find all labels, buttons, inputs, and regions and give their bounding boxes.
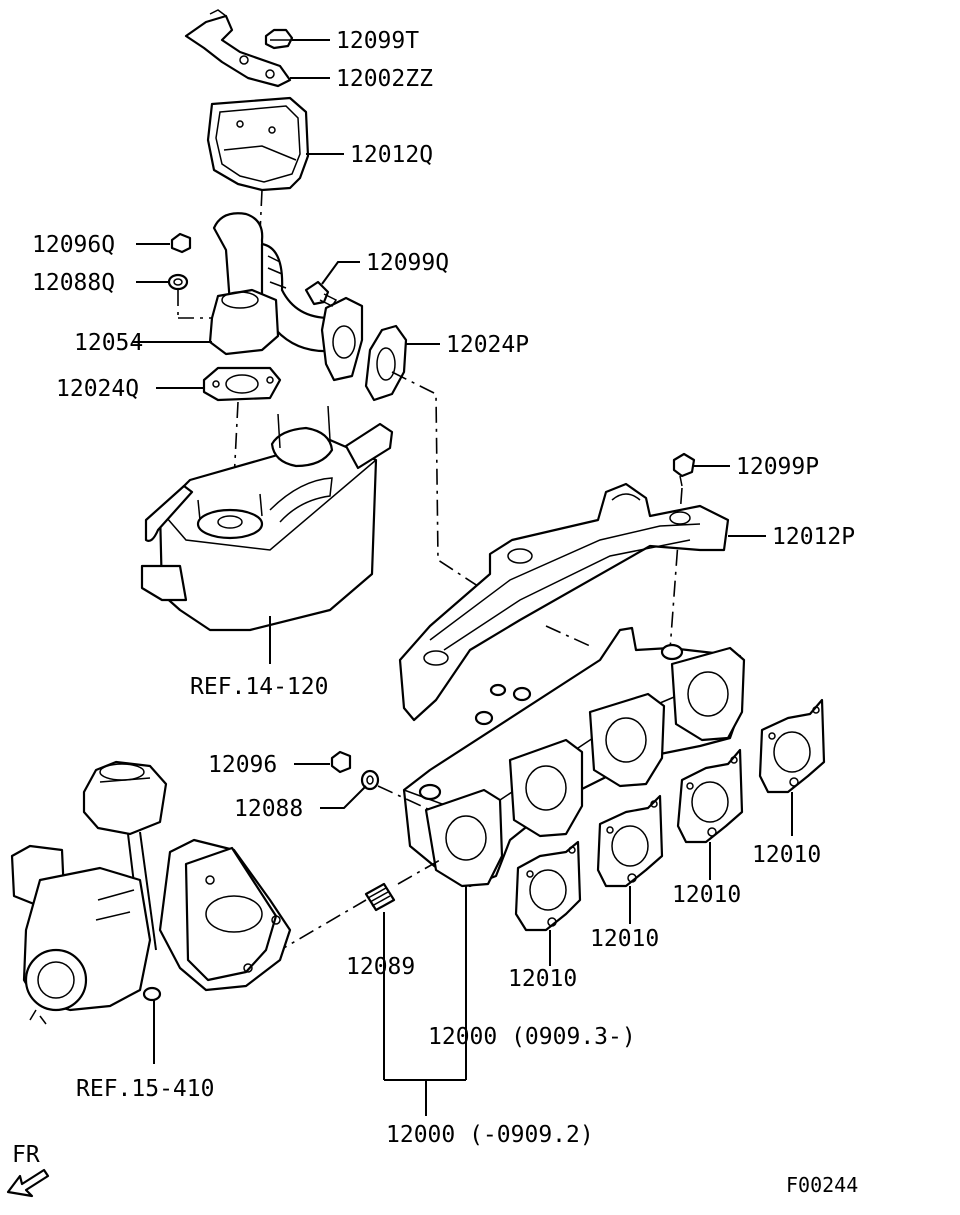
- label-12099q: 12099Q: [366, 250, 449, 276]
- label-12012p: 12012P: [772, 524, 855, 550]
- label-12089: 12089: [346, 954, 415, 980]
- nut-12096q[interactable]: [170, 232, 192, 254]
- label-12024p: 12024P: [446, 332, 529, 358]
- label-12096q: 12096Q: [32, 232, 115, 258]
- heat-protector-12012q[interactable]: [206, 96, 310, 192]
- label-12088: 12088: [234, 796, 303, 822]
- turbocharger-ref-15-410: [10, 760, 292, 1025]
- washer-12088[interactable]: [360, 769, 380, 791]
- bracket-12002zz[interactable]: [184, 9, 292, 88]
- gasket-12010-b[interactable]: [596, 794, 664, 888]
- label-12010-c: 12010: [672, 882, 741, 908]
- label-12000-old: 12000 (-0909.2): [386, 1122, 594, 1148]
- gasket-12024p[interactable]: [364, 324, 408, 402]
- gasket-12010-a[interactable]: [514, 840, 582, 932]
- label-12010-d: 12010: [752, 842, 821, 868]
- gasket-12010-c[interactable]: [676, 748, 744, 844]
- label-12099t: 12099T: [336, 28, 419, 54]
- label-12088q: 12088Q: [32, 270, 115, 296]
- washer-12088q[interactable]: [167, 273, 189, 291]
- label-ref-14-120[interactable]: REF.14-120: [190, 674, 328, 700]
- label-12000-new: 12000 (0909.3-): [428, 1024, 636, 1050]
- bolt-12099q[interactable]: [304, 280, 338, 307]
- label-12002zz: 12002ZZ: [336, 66, 433, 92]
- diagram-code: F00244: [786, 1173, 858, 1197]
- label-12099p: 12099P: [736, 454, 819, 480]
- label-12010-b: 12010: [590, 926, 659, 952]
- gasket-12024q[interactable]: [202, 366, 282, 402]
- label-12096: 12096: [208, 752, 277, 778]
- gasket-12010-d[interactable]: [758, 698, 826, 794]
- nut-12096[interactable]: [330, 750, 352, 774]
- bolt-12099t[interactable]: [264, 28, 294, 50]
- egr-pipe-12054[interactable]: [208, 212, 364, 382]
- egr-cooler-ref-14-120: [140, 405, 394, 632]
- stud-12089[interactable]: [364, 882, 396, 912]
- label-12012q: 12012Q: [350, 142, 433, 168]
- exhaust-manifold-12000[interactable]: [402, 626, 746, 888]
- front-arrow-icon: [6, 1168, 50, 1198]
- bolt-12099p[interactable]: [672, 452, 696, 487]
- label-fr: FR: [12, 1142, 40, 1168]
- label-12054: 12054: [74, 330, 143, 356]
- label-12024q: 12024Q: [56, 376, 139, 402]
- heat-protector-12012p[interactable]: [398, 482, 730, 722]
- label-ref-15-410[interactable]: REF.15-410: [76, 1076, 214, 1102]
- label-12010-a: 12010: [508, 966, 577, 992]
